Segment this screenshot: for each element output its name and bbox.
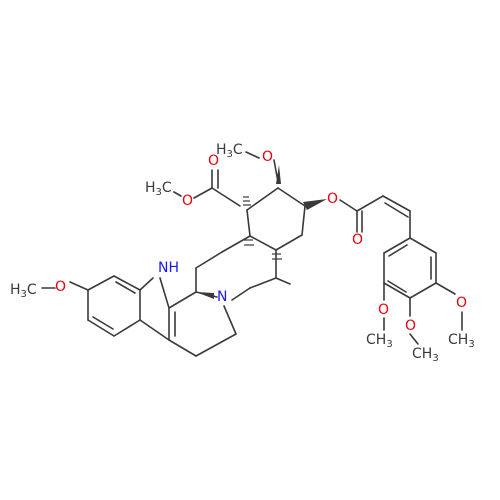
methyl-ester: H3C O O	[145, 153, 241, 209]
aryl-methyl-middle: CH3	[412, 346, 439, 364]
trimethoxyphenyl	[383, 237, 456, 317]
aryl-methyl-left: CH3	[366, 332, 393, 350]
indole: NH	[87, 260, 179, 341]
methoxy-top-methyl: H3C	[216, 142, 243, 160]
methoxy-left-methyl: H3C	[10, 282, 37, 300]
acyloxy: O O	[303, 191, 411, 248]
ring-c	[168, 291, 237, 357]
aryl-oxygen-right: O	[456, 295, 467, 311]
aryl-methyl-right: CH3	[448, 332, 475, 350]
ester-single-oxygen: O	[182, 193, 193, 209]
indole-nitrogen: NH	[158, 260, 179, 276]
stereo-hashes	[243, 196, 282, 260]
aryl-oxygen-middle: O	[405, 318, 416, 334]
aryl-oxygen-left: O	[378, 302, 389, 318]
methoxy-left: O H3C	[10, 279, 89, 300]
acyl-oxygen: O	[327, 191, 338, 207]
wedge-ome	[276, 165, 281, 184]
wedge-acyloxy	[303, 199, 327, 210]
methoxy-top: H3C O	[216, 142, 279, 183]
ring-d	[195, 251, 277, 301]
ester-methyl: H3C	[145, 180, 172, 198]
acyl-carbonyl-oxygen: O	[352, 232, 363, 248]
ester-double-oxygen: O	[208, 153, 219, 169]
methoxy-top-oxygen: O	[262, 149, 273, 165]
tertiary-nitrogen: N	[217, 289, 227, 305]
methoxy-left-oxygen: O	[55, 279, 66, 295]
wedge-nitrogen	[196, 292, 214, 299]
ring-e	[221, 187, 306, 285]
